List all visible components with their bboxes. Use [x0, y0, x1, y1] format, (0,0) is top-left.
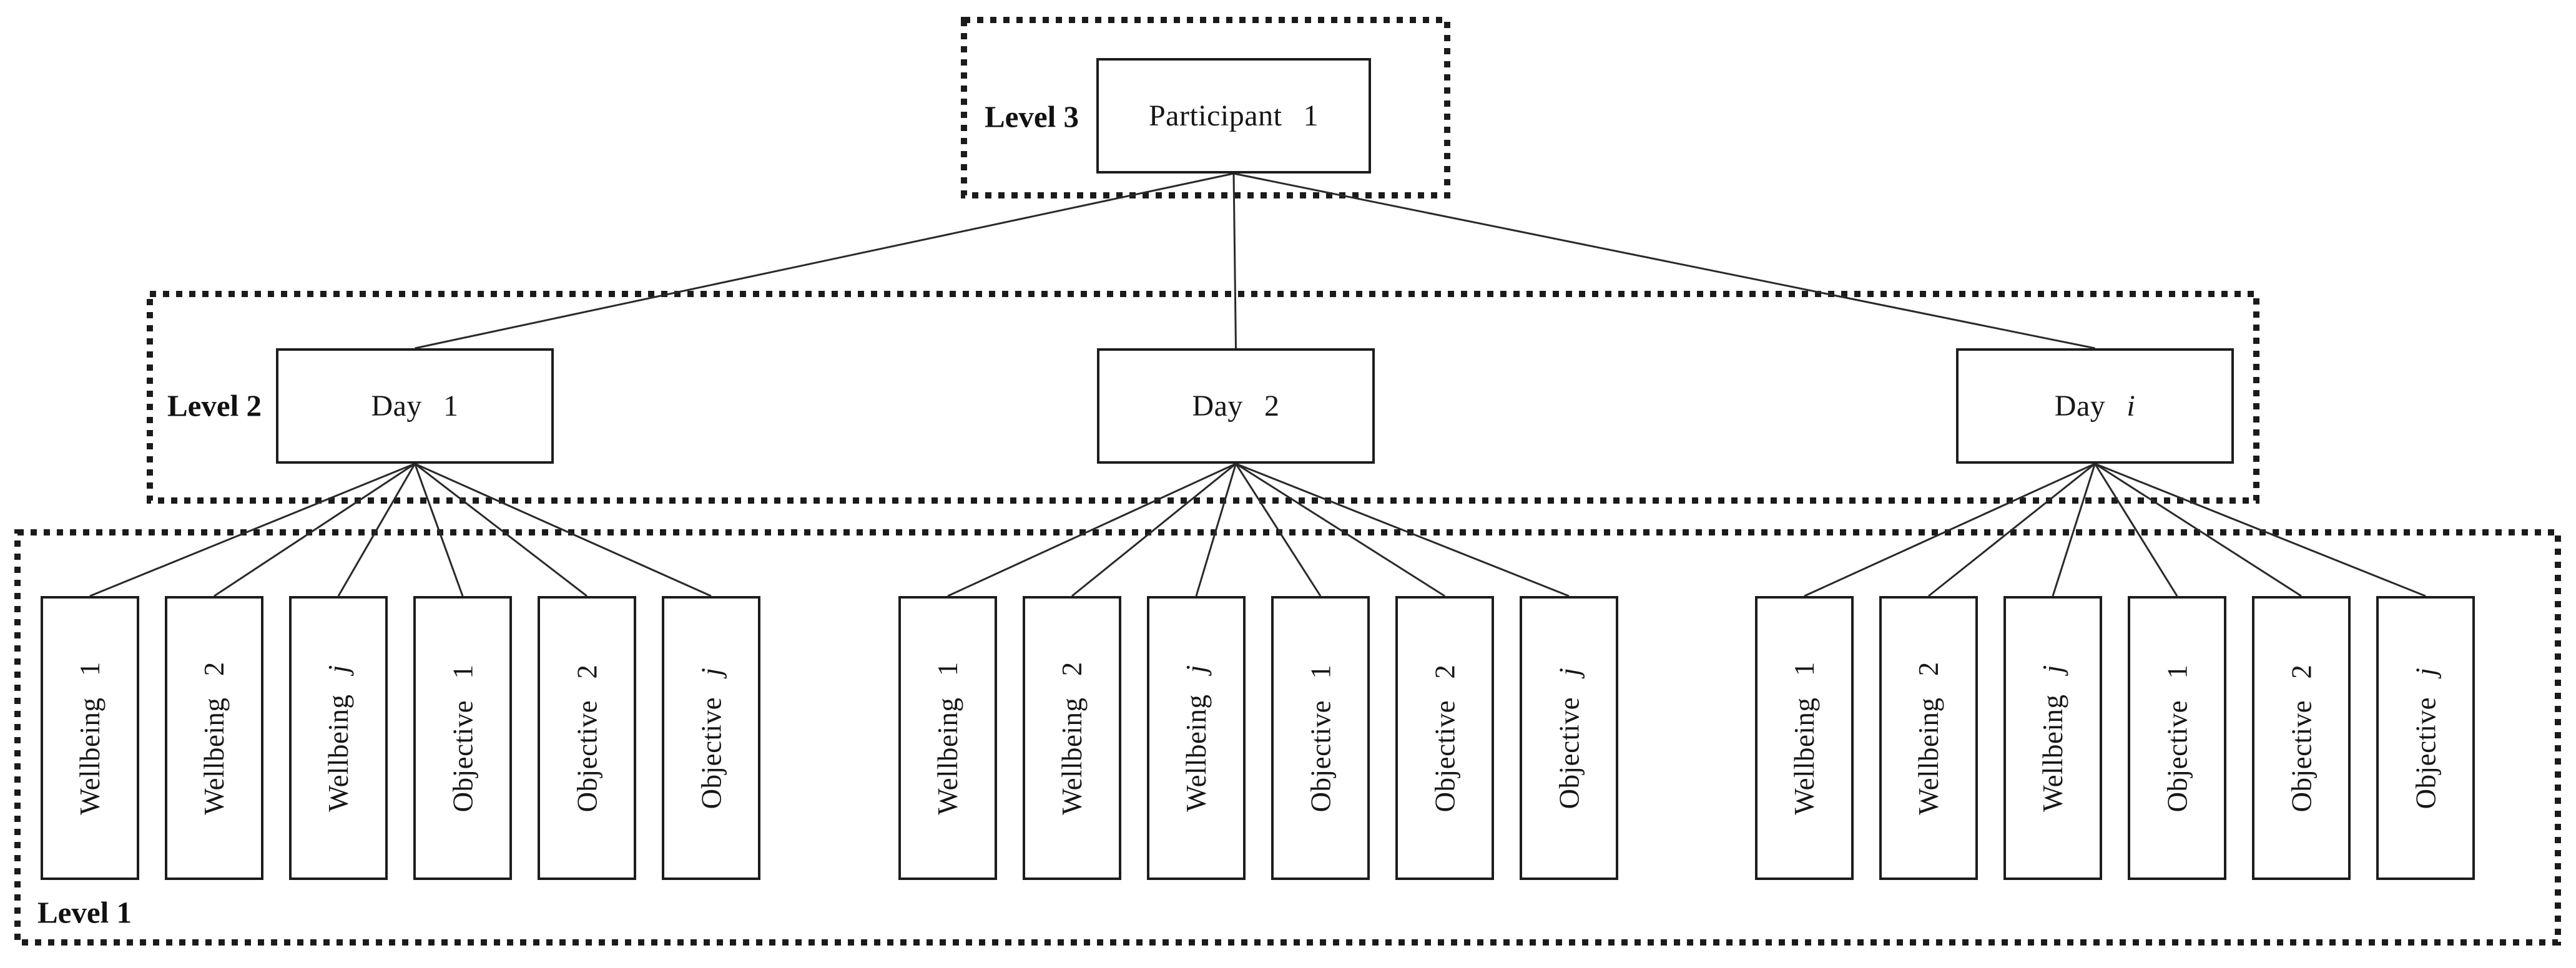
- node-wellbeing-2: Wellbeing 2: [165, 596, 263, 880]
- node-day-i: Day i: [1956, 348, 2234, 464]
- connector-line: [1235, 463, 1322, 597]
- level1-caption: Level 1: [37, 895, 132, 930]
- node-label: Wellbeing 1: [932, 661, 964, 815]
- connector-line: [2094, 463, 2178, 597]
- node-label: Objective 2: [2286, 664, 2317, 812]
- connector-line: [1928, 462, 2096, 597]
- node-objective-2: Objective 2: [1395, 596, 1494, 880]
- node-label: Wellbeing j: [323, 664, 354, 812]
- node-objective-2: Objective 2: [2252, 596, 2351, 880]
- node-wellbeing-j: Wellbeing j: [2003, 596, 2102, 880]
- connector-line: [1235, 462, 1570, 597]
- node-label: Day 2: [1192, 389, 1280, 423]
- node-objective-1: Objective 1: [2128, 596, 2226, 880]
- connector-line: [1235, 462, 1445, 597]
- node-day-1: Day 1: [276, 348, 554, 464]
- connector-line: [1232, 173, 1237, 349]
- level3-region: [961, 17, 1450, 198]
- node-label: Wellbeing 1: [74, 661, 106, 815]
- connector-line: [1804, 462, 2096, 597]
- node-objective-1: Objective 1: [413, 596, 512, 880]
- node-label: Objective j: [696, 667, 727, 809]
- connector-line: [2052, 463, 2096, 597]
- node-objective-j: Objective j: [662, 596, 760, 880]
- connector-line: [415, 172, 1234, 350]
- node-label: Objective j: [1553, 667, 1585, 809]
- level1-region: [14, 529, 2561, 946]
- node-label: Wellbeing 1: [1789, 661, 1821, 815]
- node-day-2: Day 2: [1097, 348, 1375, 464]
- node-wellbeing-j: Wellbeing j: [289, 596, 388, 880]
- node-wellbeing-1: Wellbeing 1: [41, 596, 139, 880]
- connector-line: [1233, 172, 2095, 350]
- node-label: Wellbeing 2: [1913, 661, 1945, 815]
- node-label: Objective 1: [2161, 664, 2193, 812]
- connector-line: [89, 462, 416, 597]
- node-objective-j: Objective j: [2376, 596, 2475, 880]
- connector-line: [214, 462, 416, 597]
- connector-line: [947, 462, 1237, 597]
- node-label: Participant 1: [1148, 99, 1319, 132]
- node-wellbeing-1: Wellbeing 1: [898, 596, 997, 880]
- node-label: Wellbeing 2: [199, 661, 230, 815]
- node-objective-j: Objective j: [1520, 596, 1618, 880]
- node-label: Objective 2: [1429, 664, 1460, 812]
- node-label: Day i: [2054, 389, 2136, 423]
- node-label: Wellbeing j: [2037, 664, 2068, 812]
- level3-caption: Level 3: [985, 99, 1079, 134]
- connector-line: [2094, 462, 2426, 597]
- node-wellbeing-j: Wellbeing j: [1147, 596, 1246, 880]
- level2-caption: Level 2: [167, 388, 262, 423]
- node-objective-2: Objective 2: [538, 596, 636, 880]
- node-objective-1: Objective 1: [1271, 596, 1370, 880]
- node-label: Objective 1: [1305, 664, 1336, 812]
- connector-line: [414, 462, 587, 597]
- node-label: Day 1: [371, 389, 459, 423]
- level2-region: [147, 291, 2259, 504]
- node-wellbeing-1: Wellbeing 1: [1755, 596, 1854, 880]
- connector-line: [414, 463, 464, 597]
- connector-line: [1195, 463, 1237, 597]
- connector-line: [2094, 462, 2302, 597]
- connector-line: [337, 463, 416, 597]
- node-participant-1: Participant 1: [1096, 58, 1371, 174]
- connector-line: [1071, 462, 1237, 597]
- connector-line: [414, 462, 712, 597]
- node-wellbeing-2: Wellbeing 2: [1879, 596, 1978, 880]
- node-label: Objective 1: [447, 664, 478, 812]
- node-label: Wellbeing j: [1181, 664, 1212, 812]
- node-label: Objective j: [2410, 667, 2442, 809]
- node-label: Wellbeing 2: [1056, 661, 1088, 815]
- node-wellbeing-2: Wellbeing 2: [1023, 596, 1121, 880]
- node-label: Objective 2: [571, 664, 602, 812]
